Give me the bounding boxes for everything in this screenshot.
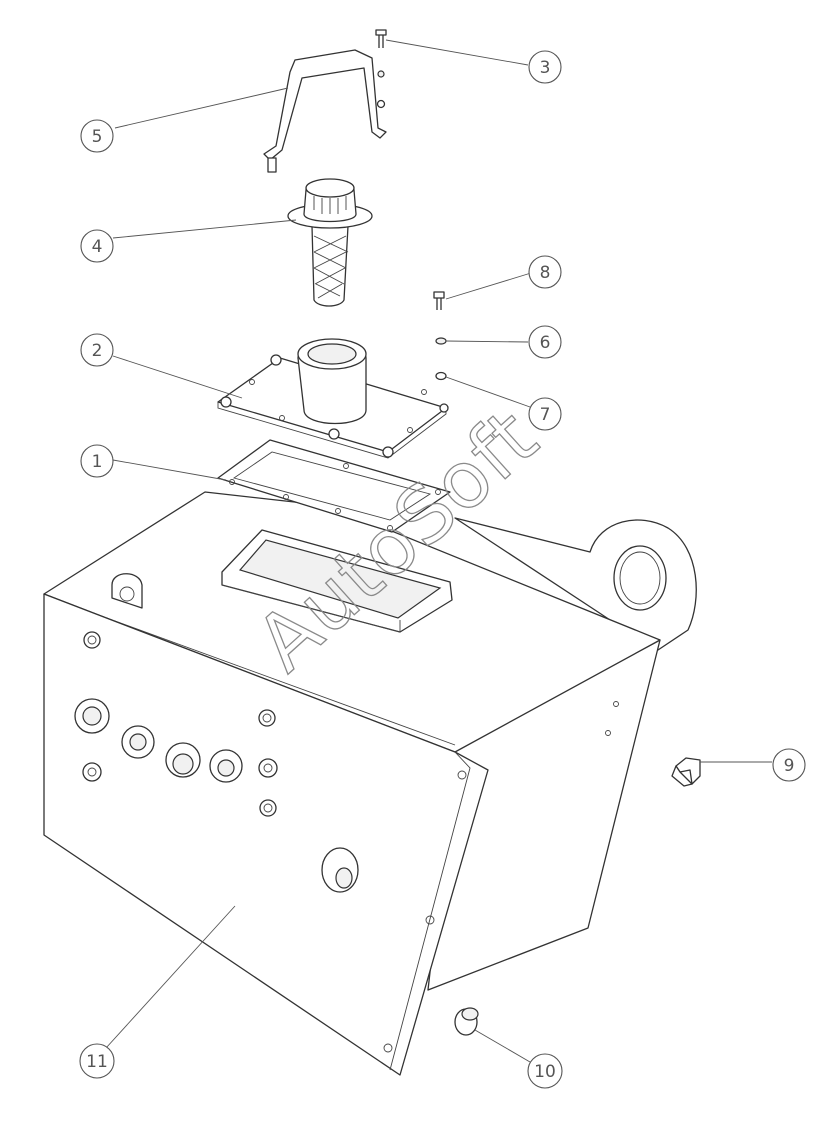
- callout-2: 2: [80, 333, 114, 367]
- bracket-lug-hole: [613, 545, 667, 611]
- callout-11: 11: [79, 1043, 115, 1079]
- hardware-3: [375, 29, 387, 109]
- callout-10: 10: [527, 1053, 563, 1089]
- callout-1: 1: [80, 444, 114, 478]
- gasket: [217, 439, 451, 533]
- tank-front-face: [43, 593, 489, 1076]
- hardware-6: [435, 337, 447, 345]
- front-fittings: [74, 631, 467, 1053]
- hardware-7: [435, 371, 447, 381]
- svg-text:3: 3: [540, 58, 551, 78]
- callout-6: 6: [528, 325, 562, 359]
- callout-3: 3: [528, 50, 562, 84]
- svg-text:5: 5: [92, 127, 103, 147]
- callout-9: 9: [772, 748, 806, 782]
- hardware-8: [433, 291, 445, 310]
- callout-7: 7: [528, 397, 562, 431]
- strap-bracket: [263, 49, 387, 173]
- cover-plate: [217, 338, 449, 459]
- tank-body: [43, 491, 697, 1076]
- callout-4: 4: [80, 229, 114, 263]
- svg-text:2: 2: [92, 341, 103, 361]
- svg-text:9: 9: [784, 756, 795, 776]
- svg-text:11: 11: [86, 1052, 108, 1072]
- top-lug: [111, 573, 143, 609]
- leader-lines: [105, 39, 772, 1063]
- plug-10: [454, 1007, 479, 1036]
- callout-5: 5: [80, 119, 114, 153]
- svg-text:7: 7: [540, 405, 551, 425]
- svg-text:10: 10: [534, 1062, 556, 1082]
- callout-8: 8: [528, 255, 562, 289]
- cover-bolts: [220, 354, 449, 458]
- svg-text:8: 8: [540, 263, 551, 283]
- svg-text:6: 6: [540, 333, 551, 353]
- svg-text:1: 1: [92, 452, 103, 472]
- svg-text:4: 4: [92, 237, 103, 257]
- filler-cap-strainer: [287, 178, 373, 307]
- latch-9: [671, 757, 701, 787]
